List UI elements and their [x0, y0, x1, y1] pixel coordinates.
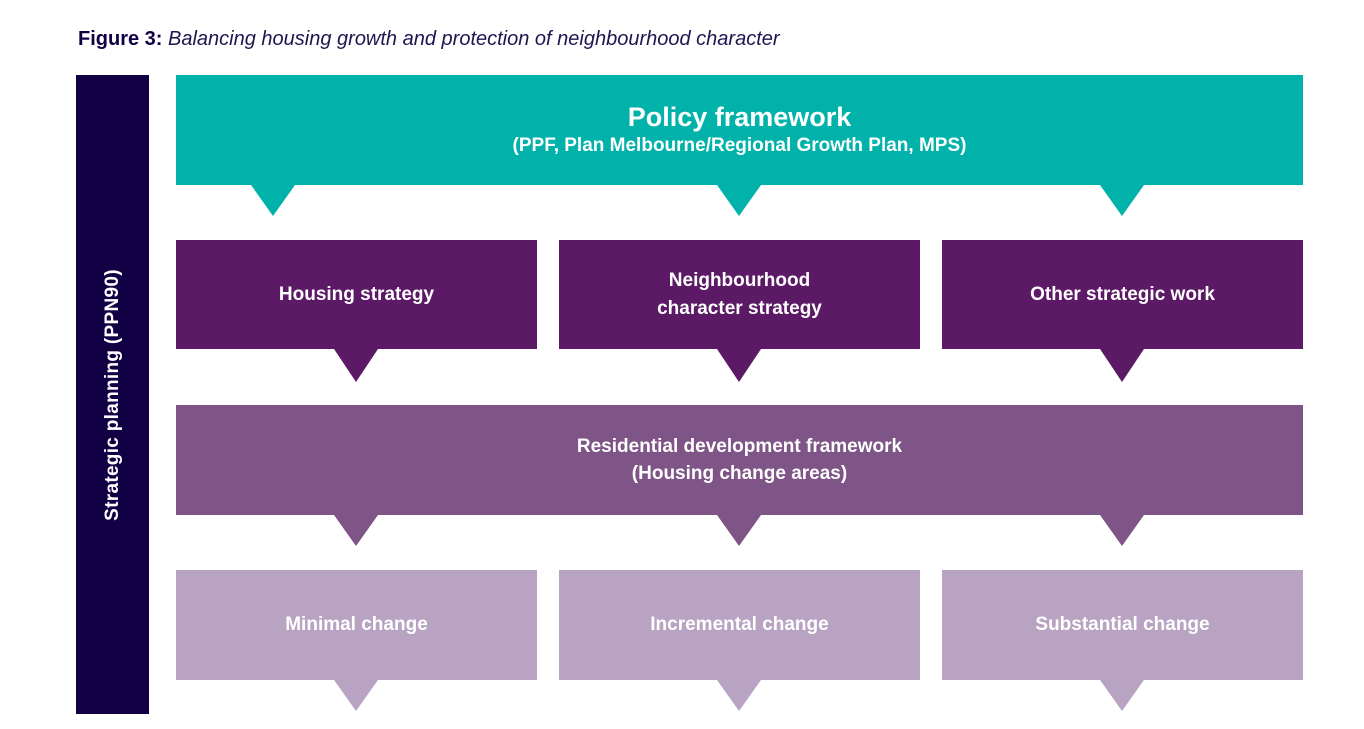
figure-caption: Figure 3: Balancing housing growth and p… — [78, 28, 780, 51]
residential-arrow-down-icon — [717, 515, 761, 546]
other-strategic-work-box: Other strategic work — [942, 240, 1303, 349]
change-arrow-down-icon — [717, 680, 761, 711]
strategy-arrow-down-icon — [1100, 349, 1144, 382]
change-label: Minimal change — [285, 614, 428, 635]
figure-label: Figure 3: — [78, 28, 163, 50]
policy-framework-subtitle: (PPF, Plan Melbourne/Regional Growth Pla… — [512, 135, 967, 156]
change-label: Substantial change — [1035, 614, 1210, 635]
housing-strategy-box: Housing strategy — [176, 240, 537, 349]
policy-arrow-down-icon — [717, 185, 761, 216]
strategy-arrow-down-icon — [717, 349, 761, 382]
residential-framework-title: Residential development framework — [576, 436, 903, 457]
change-label: Incremental change — [650, 614, 829, 635]
strategy-label: Other strategic work — [1030, 283, 1215, 305]
residential-development-framework-box: Residential development framework (Housi… — [176, 405, 1303, 515]
residential-framework-subtitle: (Housing change areas) — [631, 463, 848, 484]
change-arrow-down-icon — [334, 680, 378, 711]
strategic-planning-label: Strategic planning (PPN90) — [101, 268, 123, 521]
substantial-change-box: Substantial change — [942, 570, 1303, 680]
policy-arrow-down-icon — [1100, 185, 1144, 216]
policy-arrow-down-icon — [251, 185, 295, 216]
strategy-label-line2: character strategy — [657, 297, 822, 319]
strategy-arrow-down-icon — [334, 349, 378, 382]
strategic-planning-bar: Strategic planning (PPN90) — [76, 75, 149, 714]
policy-framework-title: Policy framework — [627, 102, 852, 132]
residential-arrow-down-icon — [334, 515, 378, 546]
incremental-change-box: Incremental change — [559, 570, 920, 680]
strategy-label-line1: Neighbourhood — [668, 269, 811, 291]
neighbourhood-character-strategy-box: Neighbourhood character strategy — [559, 240, 920, 349]
figure-title: Balancing housing growth and protection … — [168, 28, 780, 50]
policy-framework-box: Policy framework (PPF, Plan Melbourne/Re… — [176, 75, 1303, 185]
minimal-change-box: Minimal change — [176, 570, 537, 680]
residential-arrow-down-icon — [1100, 515, 1144, 546]
change-arrow-down-icon — [1100, 680, 1144, 711]
strategy-label: Housing strategy — [278, 283, 435, 305]
